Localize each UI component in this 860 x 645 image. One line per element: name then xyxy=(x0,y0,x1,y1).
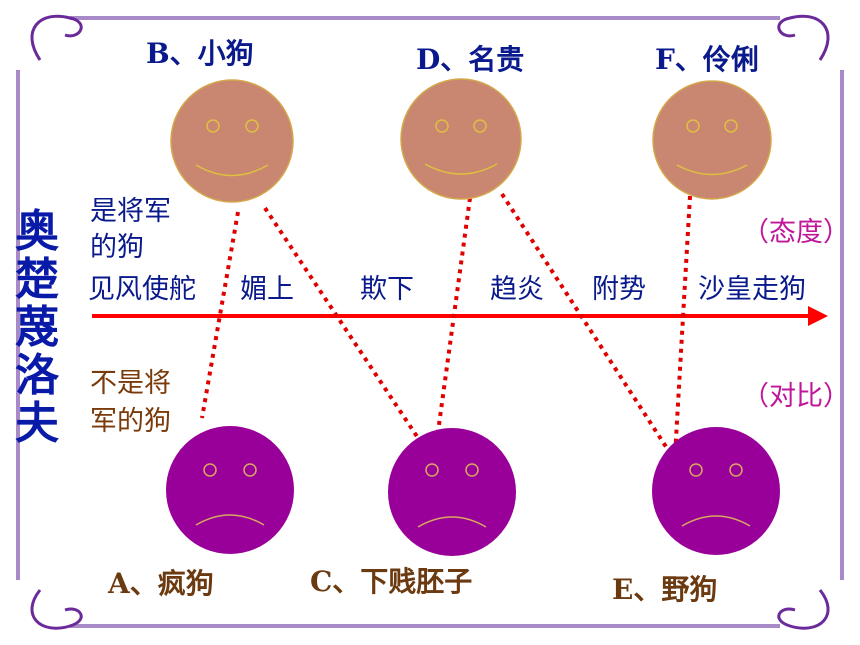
attitude-note: （态度） xyxy=(742,219,850,246)
sad-face-e xyxy=(652,427,780,555)
axis-word-tsar-lackey: 沙皇走狗 xyxy=(698,276,806,303)
axis-word-favor: 附势 xyxy=(592,276,646,303)
sad-face-c xyxy=(388,428,516,556)
label-b-puppy: B、小狗 xyxy=(146,40,254,68)
vertical-title: 奥 楚 蔑 洛 夫 xyxy=(12,208,62,448)
not-general-line2: 军的狗 xyxy=(90,408,171,435)
contrast-note: （对比） xyxy=(742,383,850,410)
axis-word-bully: 欺下 xyxy=(360,276,414,303)
title-char: 洛 xyxy=(12,352,62,400)
not-general-line1: 不是将 xyxy=(90,370,171,397)
connector-b-c xyxy=(265,208,418,438)
connector-f-e xyxy=(675,196,690,456)
connector-d-e xyxy=(502,194,672,456)
axis-word-opportunist: 见风使舵 xyxy=(88,276,196,303)
label-a-mad-dog: A、疯狗 xyxy=(108,570,214,598)
axis-word-curry: 趋炎 xyxy=(490,276,544,303)
sad-face-a xyxy=(166,426,294,554)
title-char: 蔑 xyxy=(12,304,62,352)
smiley-face-b xyxy=(171,80,293,202)
dotted-connectors xyxy=(202,194,690,456)
title-char: 夫 xyxy=(12,400,62,448)
axis-word-flatter: 媚上 xyxy=(240,276,294,303)
title-char: 奥 xyxy=(12,208,62,256)
label-f-clever: F、伶俐 xyxy=(655,46,759,74)
general-dog-line2: 的狗 xyxy=(90,234,144,261)
general-dog-line1: 是将军 xyxy=(90,198,171,225)
label-d-precious: D、名贵 xyxy=(416,46,524,74)
label-e-stray-dog: E、野狗 xyxy=(612,576,717,604)
label-c-lowly: C、下贱胚子 xyxy=(310,568,472,596)
title-char: 楚 xyxy=(12,256,62,304)
smiley-face-d xyxy=(401,79,521,199)
smiley-face-f xyxy=(653,81,771,199)
axis-arrow-head xyxy=(808,306,828,326)
